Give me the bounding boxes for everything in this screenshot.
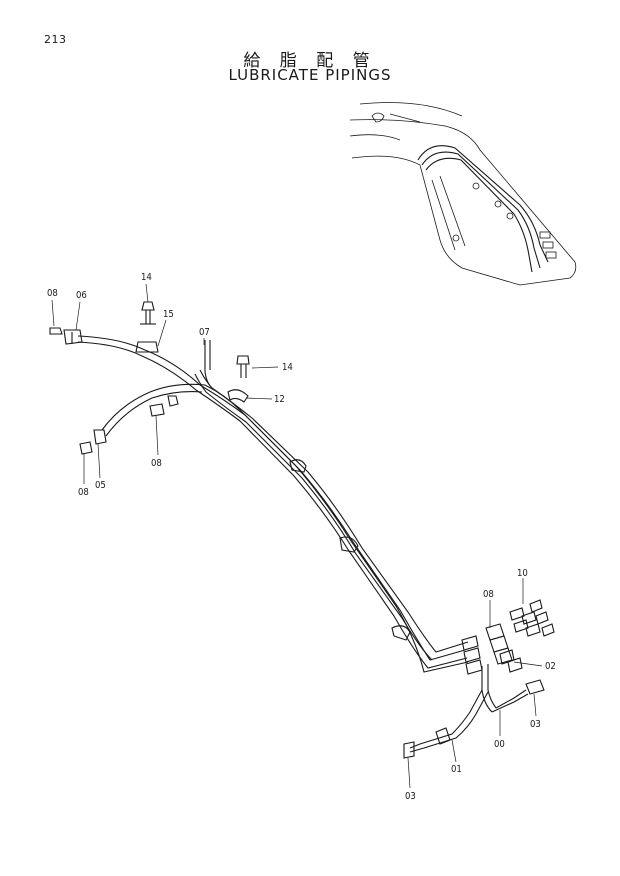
callout-15: 15 <box>163 309 174 320</box>
callout-12: 12 <box>274 394 285 405</box>
callout-08: 08 <box>151 458 162 469</box>
callout-08: 08 <box>483 589 494 600</box>
callout-05: 05 <box>95 480 106 491</box>
callout-03: 03 <box>530 719 541 730</box>
callout-10: 10 <box>517 568 528 579</box>
callout-01: 01 <box>451 764 462 775</box>
page-number: 213 <box>44 33 67 46</box>
callout-08: 08 <box>78 487 89 498</box>
callout-02: 02 <box>545 661 556 672</box>
callout-14: 14 <box>282 362 293 373</box>
callout-03: 03 <box>405 791 416 802</box>
overview-inset-drawing <box>349 102 577 286</box>
main-piping-assembly <box>49 301 555 759</box>
callout-00: 00 <box>494 739 505 750</box>
page-title: LUBRICATE PIPINGS <box>228 66 392 84</box>
callout-07: 07 <box>199 327 210 338</box>
leader-lines <box>51 283 543 789</box>
part-callouts: 08 06 14 15 07 14 12 08 08 05 08 10 02 0… <box>47 272 556 802</box>
callout-08: 08 <box>47 288 58 299</box>
callout-06: 06 <box>76 290 87 301</box>
page-title-japanese: 給 脂 配 管 <box>243 51 377 71</box>
callout-14: 14 <box>141 272 152 283</box>
